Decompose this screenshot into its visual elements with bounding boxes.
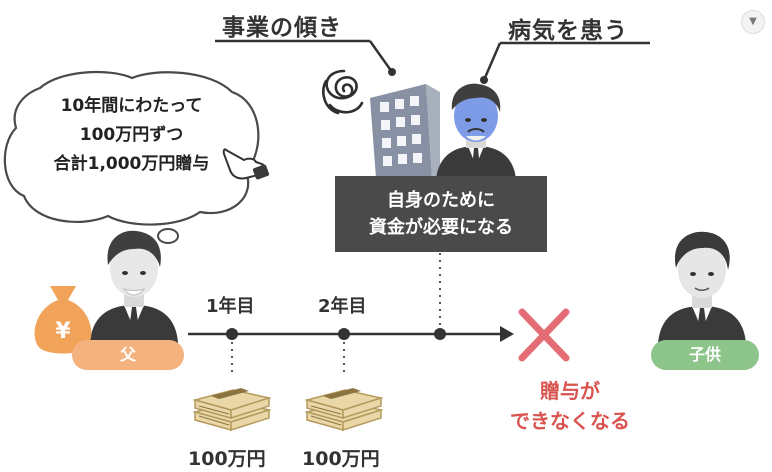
child-label-pill: 子供 — [651, 340, 759, 370]
father-icon — [90, 230, 178, 343]
collapse-toggle-button[interactable]: ▼ — [741, 10, 765, 34]
fund-need-box: 自身のために 資金が必要になる — [335, 176, 547, 252]
gift-impossible-text: 贈与が できなくなる — [500, 376, 640, 436]
thought-line-1: 10年間にわたって — [60, 96, 203, 116]
label-business-decline: 事業の傾き — [222, 15, 342, 41]
timeline-arrowhead — [500, 326, 514, 342]
callout-dot-illness — [480, 76, 488, 84]
father-label: 父 — [119, 345, 136, 364]
child-label: 子供 — [688, 345, 721, 364]
timeline-dot-year1 — [226, 328, 238, 340]
money2-label: 100万円 — [302, 448, 380, 470]
callout-dot-business — [388, 68, 396, 76]
stress-scribble-icon — [322, 69, 364, 115]
pointing-hand-icon — [222, 148, 270, 180]
money-bag-icon: ¥ — [34, 286, 92, 354]
callout-line-business-diag — [368, 40, 394, 73]
year1-label: 1年目 — [206, 296, 255, 317]
father-label-pill: 父 — [72, 340, 184, 370]
thought-bubble-text: 10年間にわたって 100万円ずつ 合計1,000万円贈与 — [34, 92, 229, 179]
cross-icon — [518, 308, 570, 362]
money1-label: 100万円 — [188, 448, 266, 470]
sick-man-icon — [436, 83, 516, 180]
fund-need-line-1: 自身のために — [387, 190, 495, 211]
result-line-1: 贈与が — [540, 379, 600, 403]
yen-symbol: ¥ — [55, 319, 71, 344]
child-icon — [658, 231, 746, 344]
timeline-dot-year2 — [338, 328, 350, 340]
money-stack-icon-year1 — [193, 388, 271, 432]
callout-line-illness-diag — [482, 42, 502, 81]
chevron-down-icon: ▼ — [749, 16, 757, 27]
label-illness: 病気を患う — [508, 18, 628, 44]
year2-label: 2年目 — [318, 296, 367, 317]
thought-line-3: 合計1,000万円贈与 — [53, 154, 210, 174]
thought-line-2: 100万円ずつ — [79, 125, 184, 145]
money-stack-icon-year2 — [305, 388, 383, 432]
result-line-2: できなくなる — [510, 409, 630, 433]
building-icon — [370, 84, 440, 178]
fund-need-line-2: 資金が必要になる — [369, 217, 513, 238]
timeline-dot-event — [434, 328, 446, 340]
